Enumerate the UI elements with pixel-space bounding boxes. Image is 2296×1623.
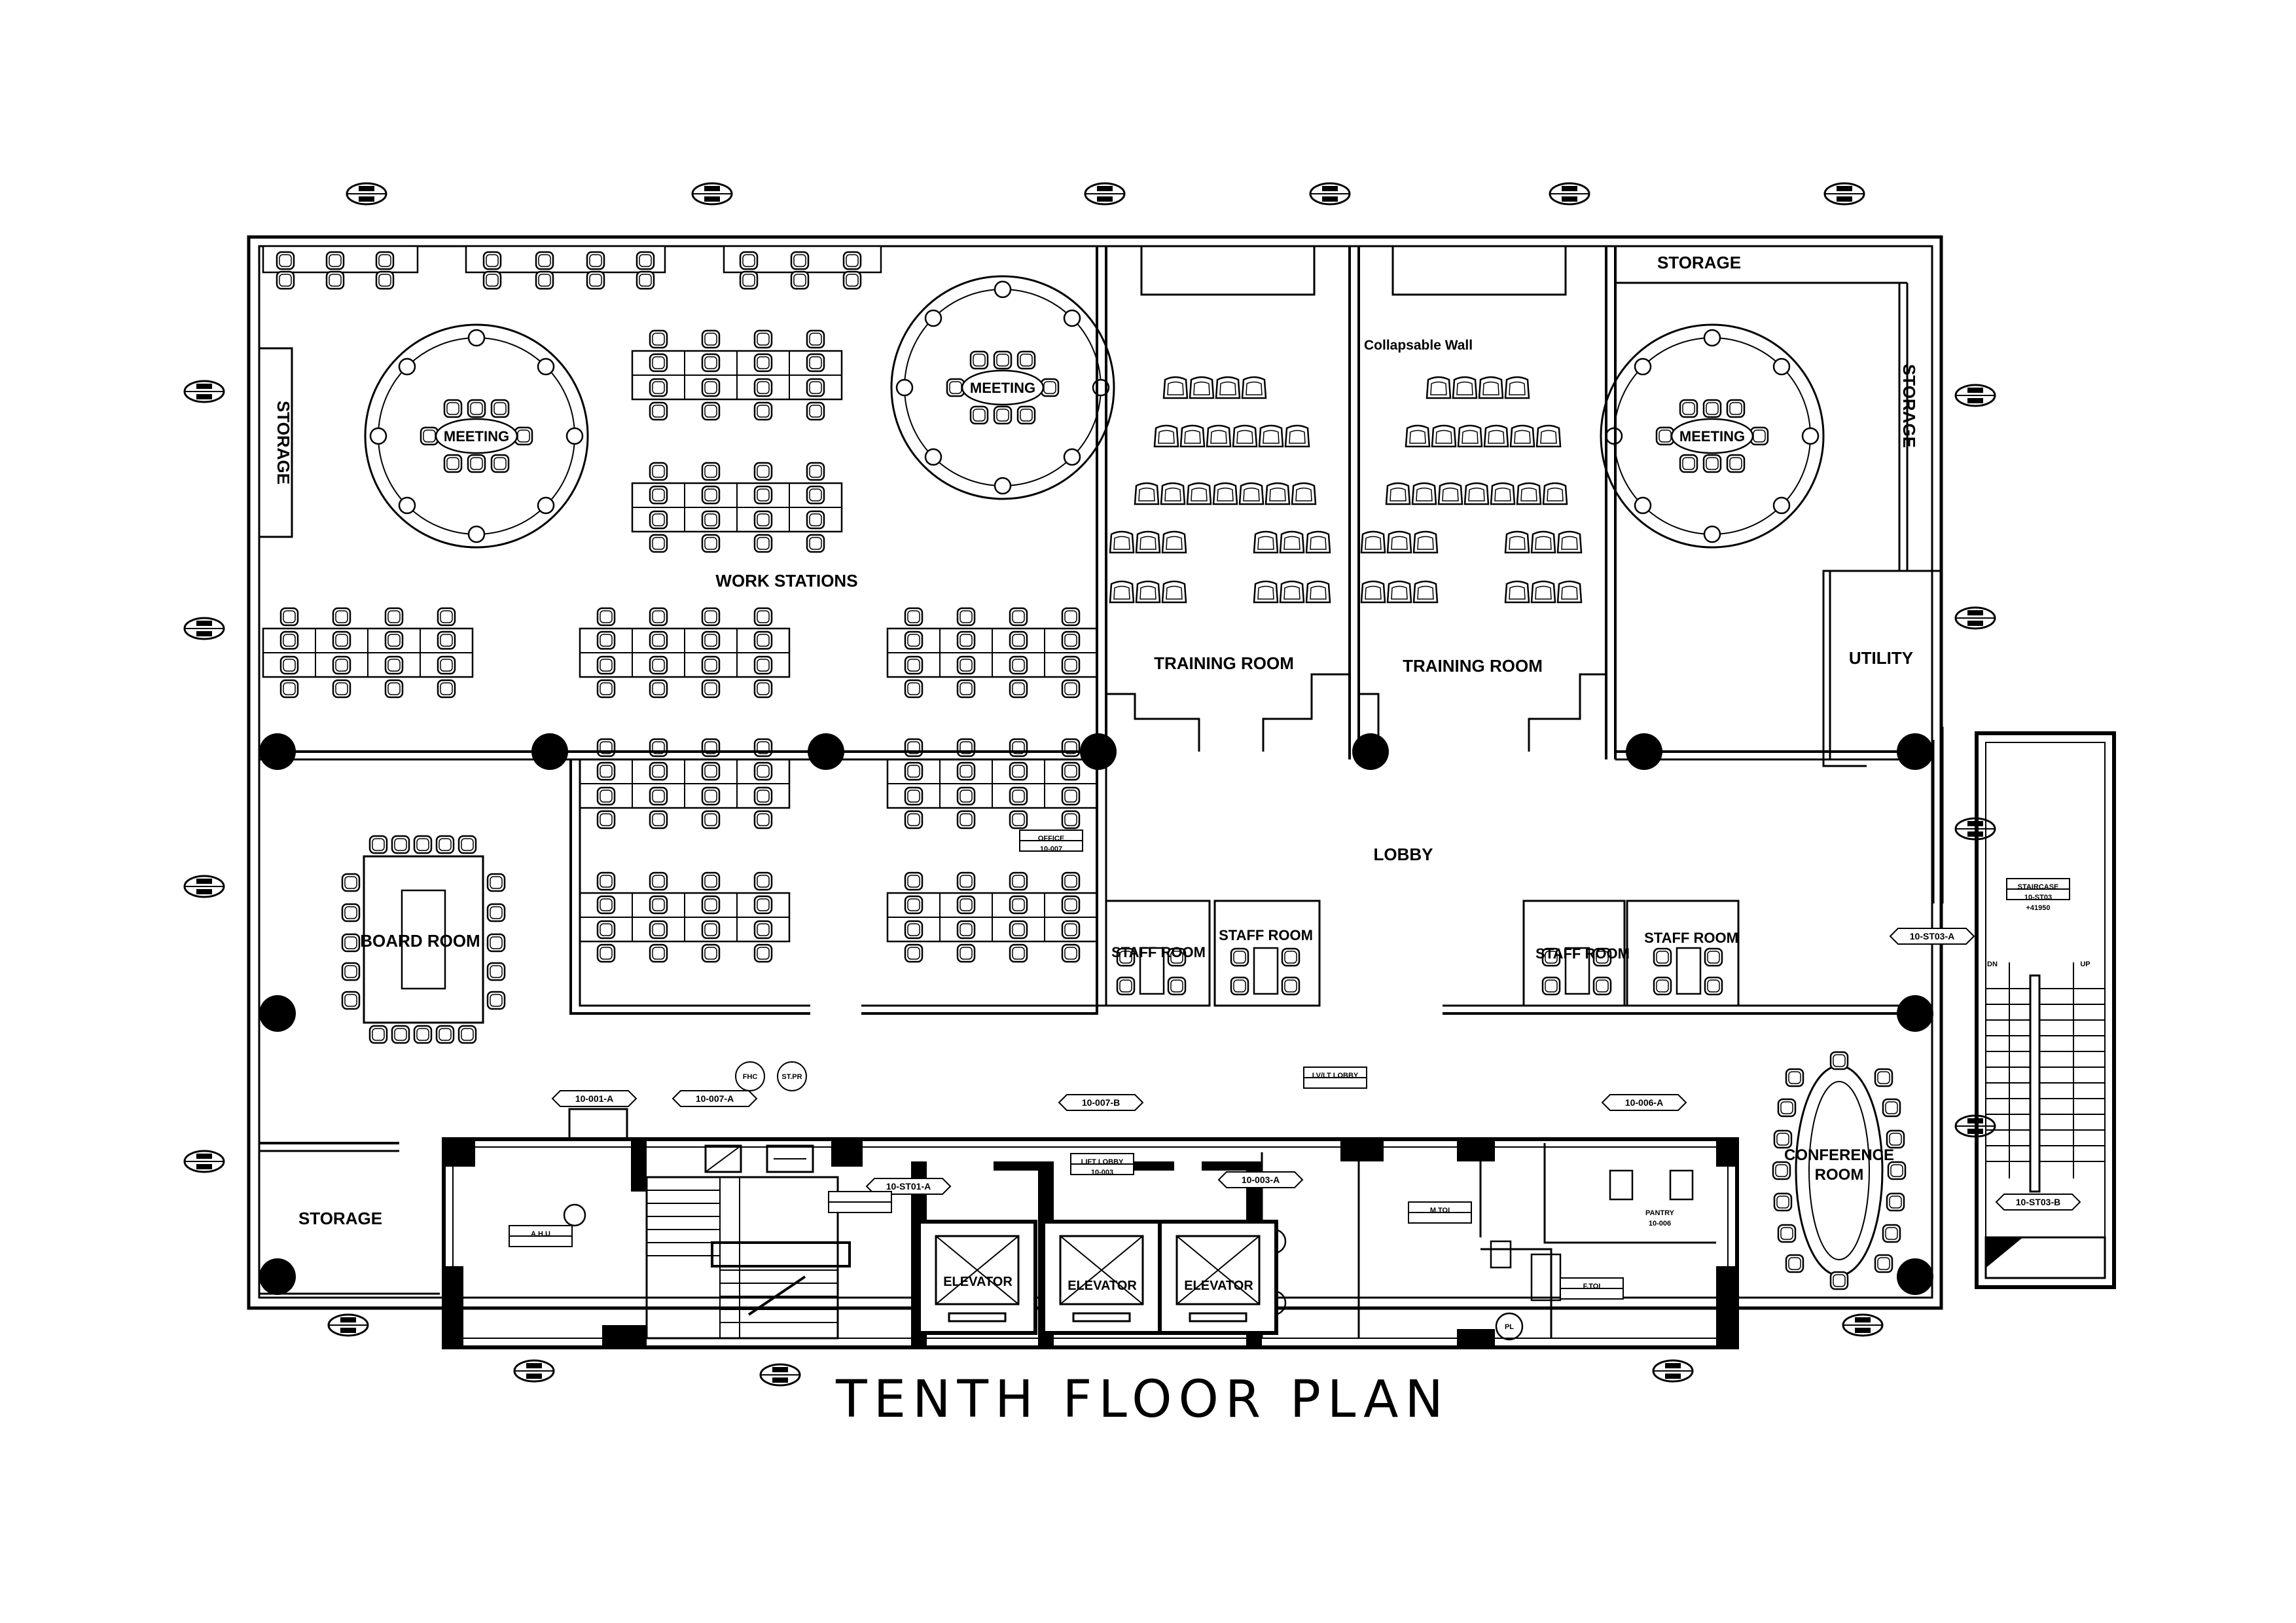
board-room-label: BOARD ROOM [360, 931, 480, 951]
tag-office-code: 10-007 [1040, 845, 1062, 853]
storage-bottom-label: STORAGE [298, 1209, 382, 1228]
tag-10-003-a: 10-003-A [1242, 1175, 1280, 1185]
staff-furniture [1116, 947, 1723, 996]
tag-lift-lobby-code: 10-003 [1091, 1169, 1113, 1176]
tag-f-toi: F.TOI [1583, 1283, 1601, 1290]
staff-room-1-label: STAFF ROOM [1111, 944, 1206, 960]
tag-m-toi: M.TOI [1430, 1207, 1450, 1214]
staff-rooms [1105, 900, 1740, 1007]
training-walls [1096, 245, 1617, 759]
storage-top-label: STORAGE [1657, 253, 1741, 272]
tag-10-007-a: 10-007-A [696, 1093, 734, 1104]
interior-walls [259, 750, 1932, 1015]
right-walls [1615, 282, 1944, 903]
training-room-2-label: TRAINING ROOM [1403, 656, 1543, 676]
conference-room-table [1772, 1051, 1907, 1290]
tag-level: +41950 [2026, 904, 2050, 912]
annotation-tags: 10-001-A 10-007-A 10-007-B 10-003-A 10-0… [531, 835, 2090, 1331]
staff-room-2-label: STAFF ROOM [1219, 927, 1313, 943]
storage-left-label: STORAGE [274, 401, 293, 484]
storage-right-label: STORAGE [1899, 364, 1919, 448]
tag-staircase: STAIRCASE [2018, 883, 2059, 891]
drawing-title: TENTH FLOOR PLAN [835, 1370, 1450, 1429]
lobby-label: LOBBY [1374, 845, 1433, 864]
tag-pantry-code: 10-006 [1649, 1220, 1671, 1228]
room-labels: STORAGE STORAGE STORAGE STORAGE MEETING … [274, 253, 1919, 1293]
tag-10-006-a: 10-006-A [1625, 1097, 1663, 1108]
elevator-1-label: ELEVATOR [943, 1275, 1013, 1289]
staff-room-3-label: STAFF ROOM [1535, 945, 1630, 962]
tag-staircase-code: 10-ST03 [2024, 894, 2052, 902]
elevator-2-label: ELEVATOR [1067, 1279, 1137, 1293]
conference-room-label-1: CONFERENCE [1784, 1146, 1894, 1164]
collapsable-wall-label: Collapsable Wall [1364, 338, 1473, 353]
tag-office: OFFICE [1038, 835, 1064, 843]
training-seats-2 [1360, 376, 1583, 604]
tag-ahu: A.H.U [531, 1230, 550, 1238]
tag-dn: DN [1987, 960, 1998, 968]
tag-up: UP [2080, 960, 2090, 968]
utility-label: UTILITY [1849, 648, 1913, 668]
tag-pantry: PANTRY [1645, 1209, 1675, 1217]
tag-st-pr: ST.PR [781, 1073, 802, 1081]
conference-room-label-2: ROOM [1815, 1166, 1864, 1184]
tag-10-007-b: 10-007-B [1082, 1097, 1120, 1108]
meeting-2-label: MEETING [970, 380, 1035, 396]
board-room-table [341, 835, 506, 1044]
training-room-1-label: TRAINING ROOM [1154, 653, 1294, 673]
top-desks [262, 245, 882, 290]
tag-lift-lobby: LIFT LOBBY [1081, 1158, 1124, 1166]
training-seats-1 [1109, 376, 1331, 604]
tag-10-st01-a: 10-ST01-A [886, 1181, 931, 1192]
work-stations-label: WORK STATIONS [715, 571, 857, 591]
storage-left-room [258, 347, 293, 538]
tag-10-st03-b: 10-ST03-B [2016, 1197, 2060, 1207]
tag-pl: PL [1505, 1323, 1514, 1331]
door-tags [551, 928, 2081, 1211]
tag-10-001-a: 10-001-A [575, 1093, 613, 1104]
elevator-3-label: ELEVATOR [1184, 1279, 1253, 1293]
tag-fhc: FHC [743, 1073, 758, 1081]
staff-room-4-label: STAFF ROOM [1644, 930, 1738, 946]
meeting-1-label: MEETING [444, 428, 509, 445]
tag-10-st03-a: 10-ST03-A [1910, 931, 1954, 941]
tag-lv-lt-lobby: LV/LT LOBBY [1312, 1072, 1359, 1080]
meeting-3-label: MEETING [1679, 428, 1745, 445]
right-staircase [1975, 731, 2116, 1289]
